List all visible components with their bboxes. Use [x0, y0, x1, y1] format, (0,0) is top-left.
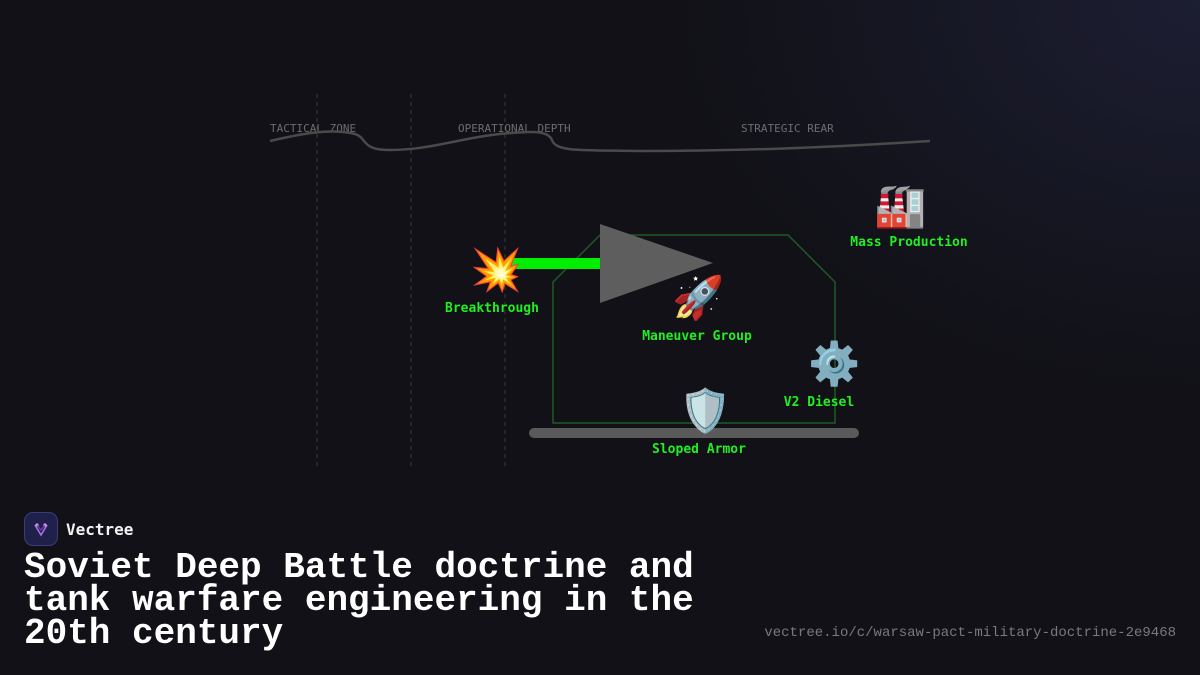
vectree-logo-icon [24, 512, 58, 546]
node-label-v2-diesel: V2 Diesel [784, 395, 854, 410]
tank-track-bar [529, 428, 859, 438]
zone-brace [269, 130, 931, 153]
source-url[interactable]: vectree.io/c/warsaw-pact-military-doctri… [764, 625, 1176, 641]
gear-icon: ⚙️ [808, 339, 860, 388]
zone-label-operational: OPERATIONAL DEPTH [458, 122, 571, 135]
zone-label-strategic: STRATEGIC REAR [741, 122, 834, 135]
factory-icon: 🏭 [874, 181, 926, 230]
node-label-breakthrough: Breakthrough [445, 301, 539, 316]
rocket-icon: 🚀 [672, 273, 724, 322]
collision-icon: 💥 [470, 245, 522, 295]
node-label-maneuver-group: Maneuver Group [642, 329, 752, 344]
breakthrough-arrow-shaft [510, 258, 602, 269]
brand[interactable]: Vectree [24, 512, 133, 546]
page-title: Soviet Deep Battle doctrine and tank war… [24, 547, 694, 654]
node-label-sloped-armor: Sloped Armor [652, 442, 746, 457]
shield-icon: 🛡️ [679, 386, 731, 435]
node-label-mass-production: Mass Production [850, 235, 967, 250]
brand-name: Vectree [66, 519, 134, 539]
breakthrough-arrow-head [600, 224, 713, 303]
tank-hull-outline [552, 234, 836, 424]
